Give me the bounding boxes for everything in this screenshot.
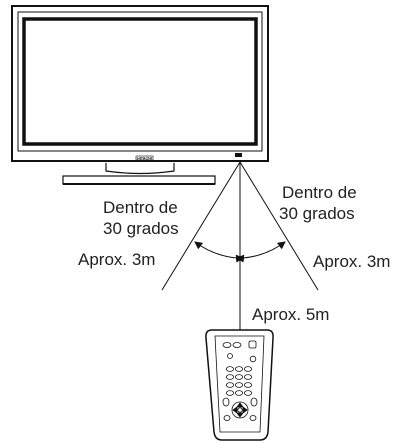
remote-dpad-icon xyxy=(231,401,249,419)
tv-stand-neck xyxy=(105,163,175,175)
remote-button xyxy=(249,355,257,363)
remote-power-button xyxy=(248,340,257,349)
left-angle-label-line2: 30 grados xyxy=(103,219,179,238)
right-angle-label-line1: Dentro de xyxy=(282,183,357,202)
remote-number-pad xyxy=(225,366,252,396)
angle-arc-right xyxy=(235,241,286,263)
remote-button xyxy=(227,353,233,359)
right-distance-label: Aprox. 3m xyxy=(313,252,390,271)
tv-inner-frame xyxy=(17,11,263,152)
remote-button xyxy=(232,342,242,348)
remote-button xyxy=(222,342,232,348)
angle-arcs xyxy=(194,241,286,263)
tv-outer-frame xyxy=(11,5,269,162)
remote-button xyxy=(250,397,258,407)
tv-set: HITACHI xyxy=(11,5,269,185)
labels: Dentro de 30 grados Dentro de 30 grados … xyxy=(78,183,390,324)
tv-screen xyxy=(22,17,258,146)
remote-button xyxy=(249,415,257,421)
tv-sensor-icon xyxy=(235,153,242,157)
center-distance-label: Aprox. 5m xyxy=(252,305,329,324)
remote-control xyxy=(205,329,274,441)
right-angle-label-line2: 30 grados xyxy=(279,204,355,223)
remote-inner-outline xyxy=(214,335,265,433)
left-distance-label: Aprox. 3m xyxy=(78,250,155,269)
tv-brand-logo: HITACHI xyxy=(137,155,152,160)
left-angle-label-line1: Dentro de xyxy=(103,198,178,217)
tv-stand-base xyxy=(62,175,216,185)
remote-button xyxy=(223,415,231,421)
angle-arc-left xyxy=(194,241,245,263)
range-line-right xyxy=(239,161,319,291)
remote-button xyxy=(222,397,230,407)
range-line-left xyxy=(161,161,241,291)
